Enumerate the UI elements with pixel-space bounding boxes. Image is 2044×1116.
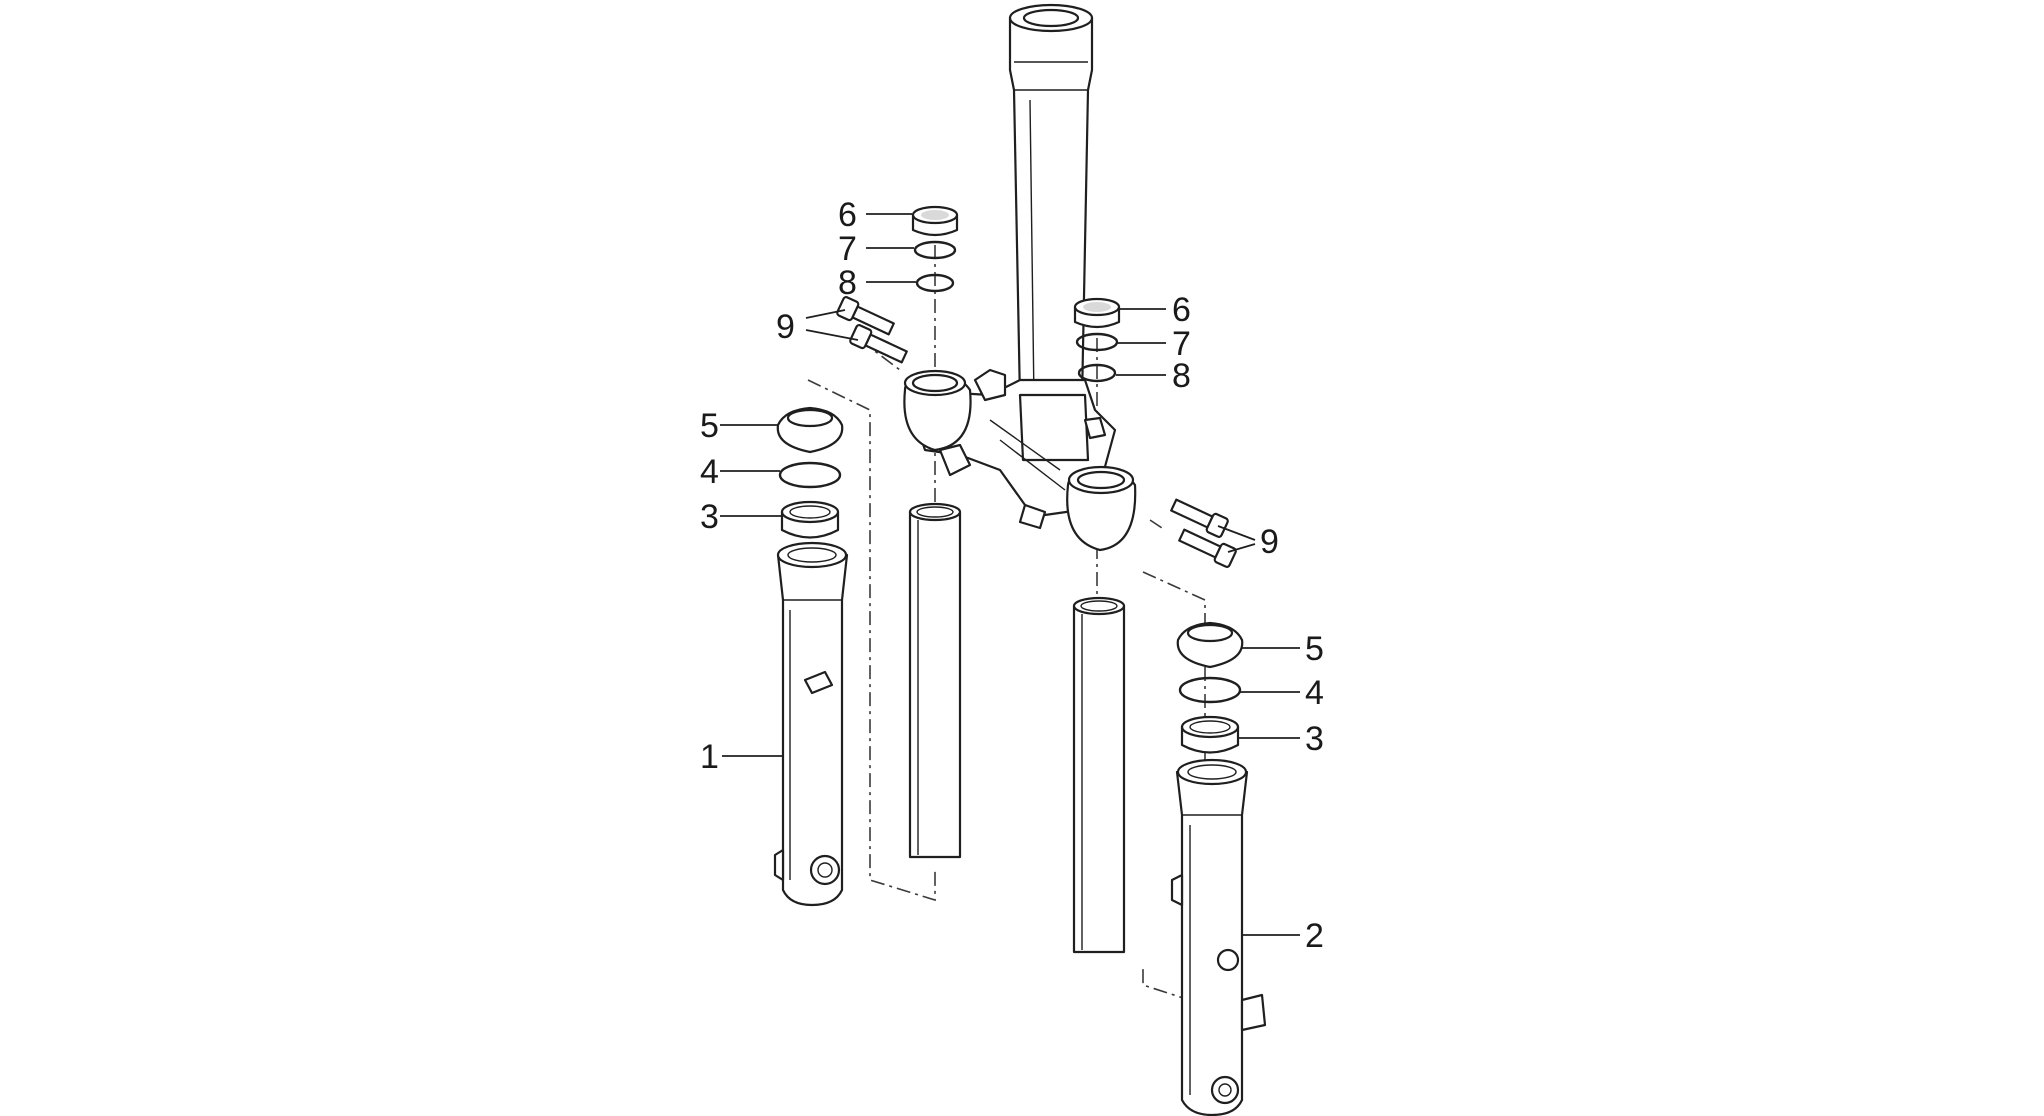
- assembly-axis-lines: [807, 245, 1206, 1007]
- inner-tube-right: [1072, 596, 1126, 954]
- left-seal-stack: [776, 406, 844, 539]
- triple-clamp: [903, 368, 1137, 552]
- callout-labels: 6 7 8 9 5 4 3 1 6 7 8 9 5 4 3 2: [700, 196, 1324, 955]
- callout-6-left: 6: [838, 196, 857, 234]
- right-top-hardware: [1073, 297, 1121, 383]
- left-top-hardware: [911, 205, 959, 293]
- callout-2: 2: [1305, 917, 1324, 955]
- callout-4-right: 4: [1305, 674, 1324, 712]
- callout-5-right: 5: [1305, 630, 1324, 668]
- left-outer-slider: [773, 541, 849, 907]
- callout-7-left: 7: [838, 230, 857, 268]
- callout-3-left: 3: [700, 498, 719, 536]
- clamp-bolts-right: [1170, 498, 1237, 568]
- callout-3-right: 3: [1305, 720, 1324, 758]
- callout-7-right: 7: [1172, 325, 1191, 363]
- callout-1: 1: [700, 738, 719, 776]
- callout-8-right: 8: [1172, 357, 1191, 395]
- callout-9-left: 9: [776, 308, 795, 346]
- right-outer-slider: [1170, 758, 1267, 1116]
- callout-9-right: 9: [1260, 523, 1279, 561]
- callout-6-right: 6: [1172, 291, 1191, 329]
- callout-8-left: 8: [838, 264, 857, 302]
- callout-4-left: 4: [700, 453, 719, 491]
- right-seal-stack: [1176, 621, 1244, 754]
- clamp-bolts-left: [836, 296, 908, 364]
- inner-tube-left: [908, 502, 962, 859]
- callout-5-left: 5: [700, 407, 719, 445]
- steering-stem: [1008, 3, 1094, 402]
- leader-lines: [720, 213, 1300, 936]
